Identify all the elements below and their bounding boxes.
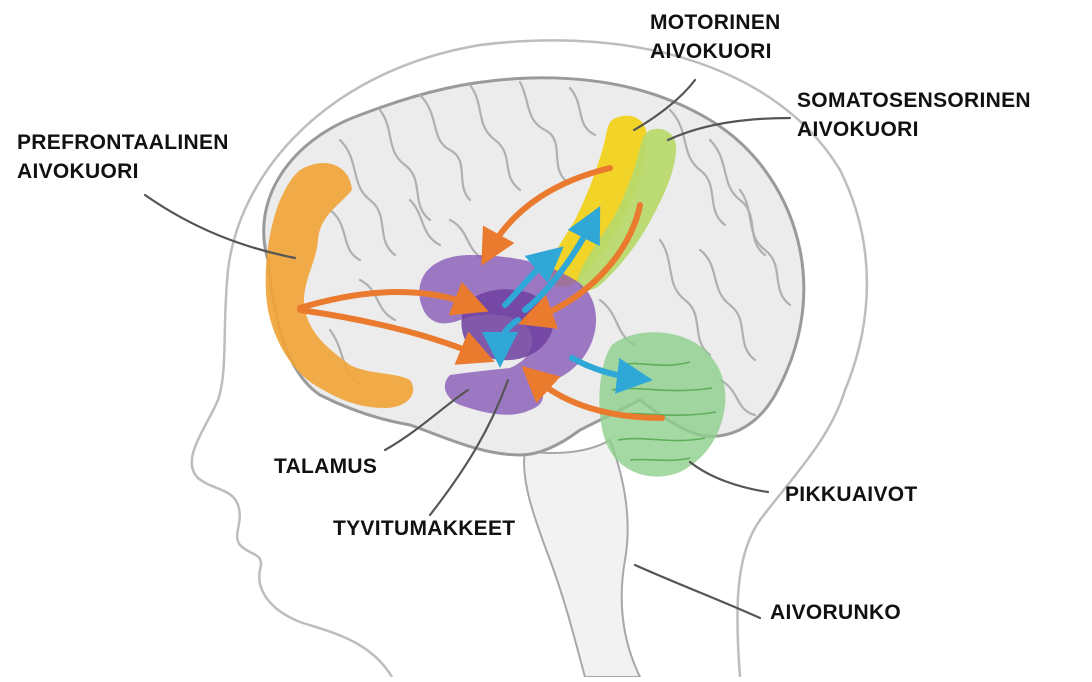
label-motor-cortex-line1: MOTORINEN	[650, 8, 781, 37]
label-thalamus-text: TALAMUS	[274, 452, 377, 481]
label-basal-ganglia-text: TYVITUMAKKEET	[333, 514, 515, 543]
label-motor-cortex-line2: AIVOKUORI	[650, 37, 781, 66]
label-somatosensory-line2: AIVOKUORI	[797, 115, 1031, 144]
label-somatosensory-cortex: SOMATOSENSORINEN AIVOKUORI	[797, 86, 1031, 144]
leader-line-cerebellum	[690, 462, 768, 492]
label-brainstem: AIVORUNKO	[770, 598, 901, 627]
label-basal-ganglia: TYVITUMAKKEET	[333, 514, 515, 543]
label-motor-cortex: MOTORINEN AIVOKUORI	[650, 8, 781, 66]
label-prefrontal-line1: PREFRONTAALINEN	[17, 128, 229, 157]
label-prefrontal-line2: AIVOKUORI	[17, 157, 229, 186]
label-brainstem-text: AIVORUNKO	[770, 598, 901, 627]
brainstem	[524, 440, 640, 677]
cerebellum-region	[599, 332, 725, 476]
label-somatosensory-line1: SOMATOSENSORINEN	[797, 86, 1031, 115]
label-cerebellum: PIKKUAIVOT	[785, 480, 918, 509]
label-cerebellum-text: PIKKUAIVOT	[785, 480, 918, 509]
label-prefrontal-cortex: PREFRONTAALINEN AIVOKUORI	[17, 128, 229, 186]
label-thalamus: TALAMUS	[274, 452, 377, 481]
